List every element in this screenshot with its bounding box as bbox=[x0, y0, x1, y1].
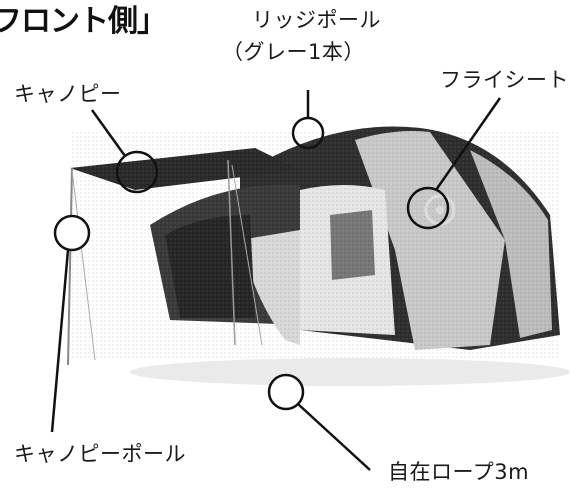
leader-fly-sheet bbox=[434, 97, 502, 191]
label-ridge-pole-note: （グレー1本） bbox=[222, 40, 365, 64]
callout-circle-canopy-pole bbox=[53, 214, 91, 252]
page-title: フロント側」 bbox=[0, 4, 167, 39]
label-canopy: キャノピー bbox=[14, 82, 122, 106]
callout-circle-rope bbox=[267, 373, 305, 411]
leader-canopy-pole bbox=[50, 249, 70, 433]
guy-line-right bbox=[231, 164, 263, 346]
callout-circle-canopy bbox=[115, 150, 159, 194]
texture-overlay bbox=[70, 130, 560, 360]
label-fly-sheet: フライシート bbox=[440, 68, 569, 92]
leader-rope bbox=[297, 403, 371, 471]
label-canopy-pole: キャノピーポール bbox=[14, 442, 186, 466]
ground-shadow bbox=[130, 358, 570, 386]
label-rope: 自在ロープ3m bbox=[388, 460, 530, 484]
label-ridge-pole: リッジポール bbox=[252, 8, 381, 32]
canopy-pole-right bbox=[227, 159, 236, 346]
callout-circle-fly-sheet bbox=[406, 186, 450, 230]
fly-logo-dot bbox=[436, 206, 444, 214]
canopy-pole-left bbox=[67, 167, 73, 366]
guy-line-left bbox=[71, 169, 96, 361]
leader-canopy bbox=[90, 109, 127, 157]
